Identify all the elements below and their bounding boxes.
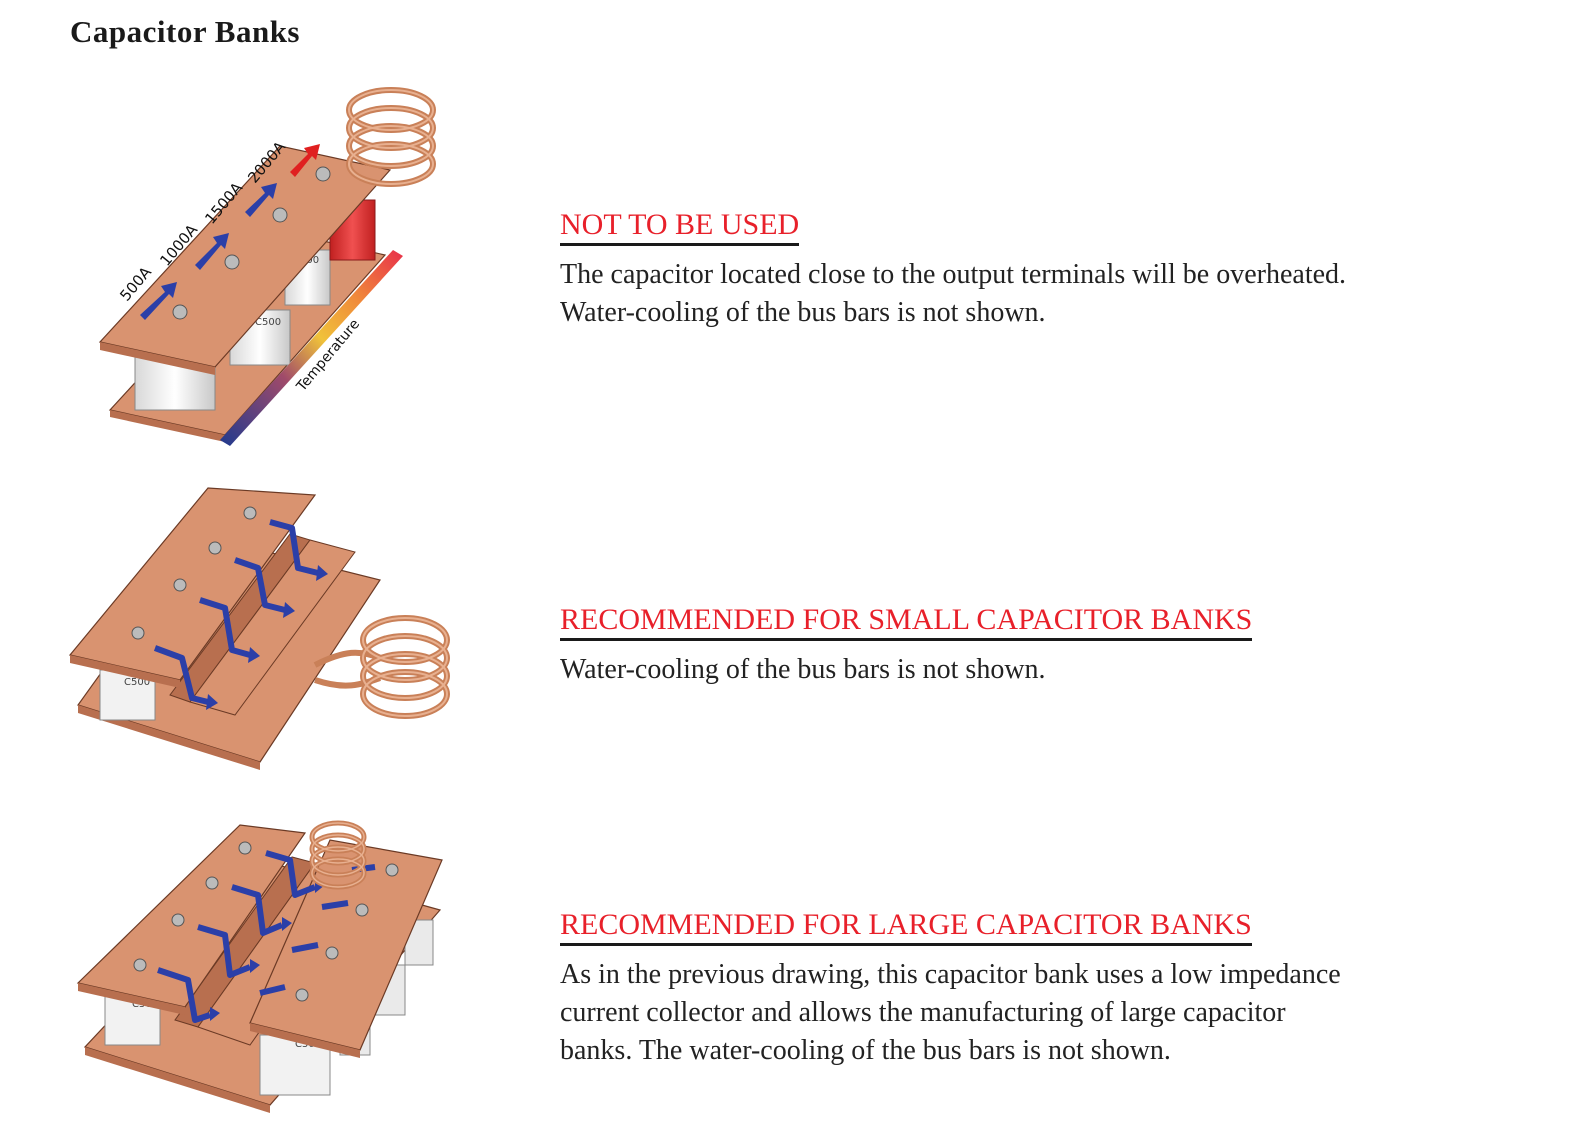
current-arrows <box>153 519 319 705</box>
svg-text:C500: C500 <box>255 317 281 328</box>
section-text-line: banks. The water-cooling of the bus bars… <box>560 1035 1171 1066</box>
section-text-line: Water-cooling of the bus bars is not sho… <box>560 654 1046 685</box>
capacitor-label: C500 <box>124 677 150 688</box>
section-not-to-be-used: NOT TO BE USED The capacitor located clo… <box>560 208 1520 332</box>
current-arrow-3 <box>245 183 277 217</box>
figure-single-busbar-bank: C500 C500 C500 500A 1000A 1500A 2000A <box>95 80 455 455</box>
section-large-banks: RECOMMENDED FOR LARGE CAPACITOR BANKS As… <box>560 908 1520 1070</box>
section-text-line: current collector and allows the manufac… <box>560 997 1286 1028</box>
current-arrow-1 <box>140 282 177 320</box>
section-heading: NOT TO BE USED <box>560 208 800 246</box>
section-text-line: The capacitor located close to the outpu… <box>560 259 1347 290</box>
temperature-gradient-bar <box>220 250 403 446</box>
current-arrow-2 <box>195 233 229 270</box>
section-heading: RECOMMENDED FOR LARGE CAPACITOR BANKS <box>560 908 1252 946</box>
section-text-line: As in the previous drawing, this capacit… <box>560 959 1341 990</box>
figure-small-bank: C500 <box>60 480 460 770</box>
current-arrow-4 <box>290 144 320 177</box>
top-busbar <box>98 145 392 368</box>
section-small-banks: RECOMMENDED FOR SMALL CAPACITOR BANKS Wa… <box>560 603 1520 689</box>
current-arrows <box>157 850 376 1023</box>
section-text-line: Water-cooling of the bus bars is not sho… <box>560 297 1046 328</box>
figure-large-bank: C500 C500 <box>70 815 450 1115</box>
section-heading: RECOMMENDED FOR SMALL CAPACITOR BANKS <box>560 603 1253 641</box>
page-title: Capacitor Banks <box>70 14 300 49</box>
